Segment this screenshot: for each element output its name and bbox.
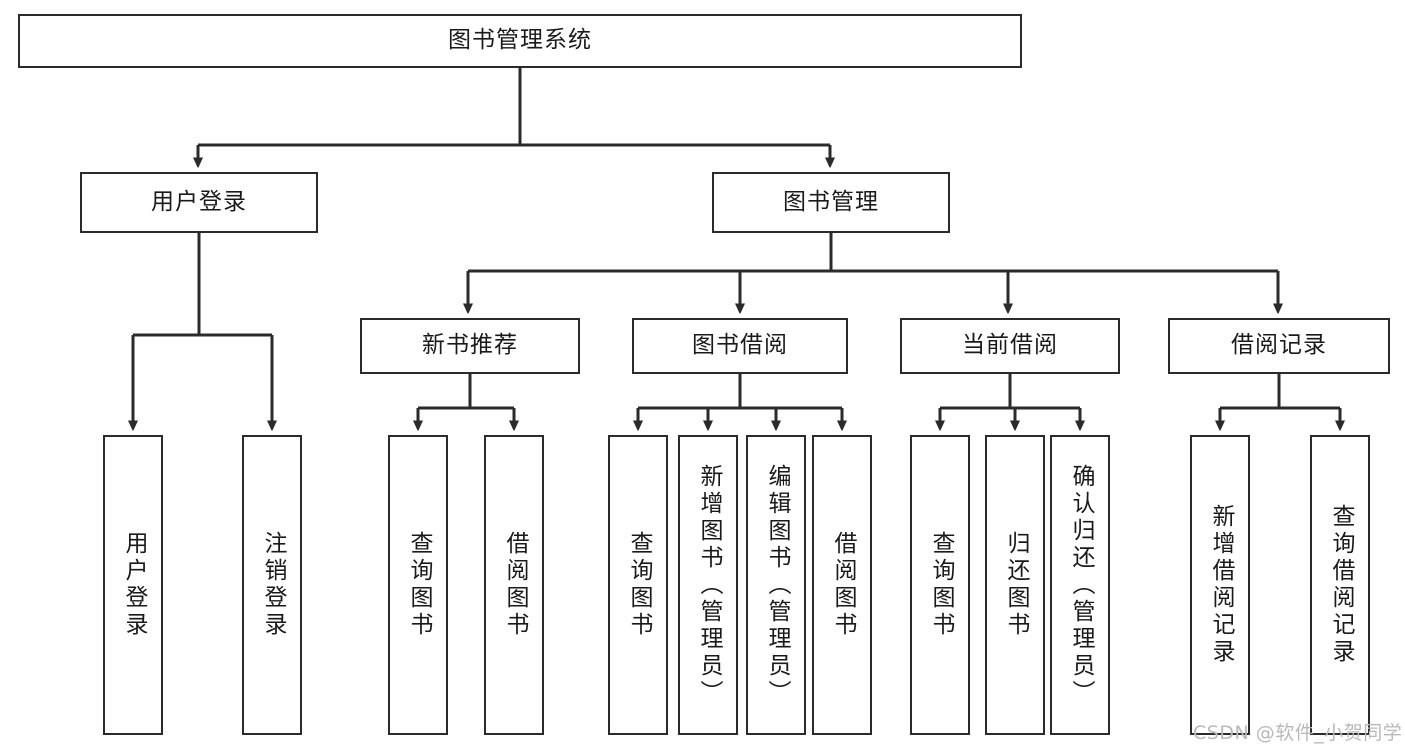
leaf-borrow-book-rec[interactable]: 借阅图书	[484, 435, 544, 735]
leaf-label: 归还图书	[1002, 531, 1029, 639]
leaf-user-logout[interactable]: 注销登录	[242, 435, 302, 735]
leaf-label: 确认归还（管理员）	[1067, 463, 1094, 707]
leaf-label: 借阅图书	[829, 531, 856, 639]
node-root-system[interactable]: 图书管理系统	[18, 14, 1022, 68]
node-book-management[interactable]: 图书管理	[712, 172, 950, 233]
leaf-borrow-book[interactable]: 借阅图书	[812, 435, 872, 735]
leaf-user-login[interactable]: 用户登录	[103, 435, 163, 735]
node-book-borrow[interactable]: 图书借阅	[632, 318, 848, 374]
leaf-add-book-admin[interactable]: 新增图书（管理员）	[678, 435, 738, 735]
leaf-edit-book-admin[interactable]: 编辑图书（管理员）	[746, 435, 806, 735]
leaf-add-borrow-record[interactable]: 新增借阅记录	[1190, 435, 1250, 735]
leaf-label: 查询图书	[927, 531, 954, 639]
csdn-watermark: CSDN @软件_小贺同学	[1193, 722, 1403, 744]
leaf-query-book-rec[interactable]: 查询图书	[388, 435, 448, 735]
leaf-label: 查询图书	[625, 531, 652, 639]
leaf-label: 新增图书（管理员）	[695, 463, 722, 707]
leaf-label: 新增借阅记录	[1207, 504, 1234, 666]
leaf-label: 编辑图书（管理员）	[763, 463, 790, 707]
leaf-query-borrow-record[interactable]: 查询借阅记录	[1310, 435, 1370, 735]
leaf-confirm-return-admin[interactable]: 确认归还（管理员）	[1050, 435, 1110, 735]
leaf-label: 用户登录	[120, 531, 147, 639]
leaf-query-book-current[interactable]: 查询图书	[910, 435, 970, 735]
node-current-borrow[interactable]: 当前借阅	[900, 318, 1120, 374]
leaf-query-book-borrow[interactable]: 查询图书	[608, 435, 668, 735]
node-new-book-recommend[interactable]: 新书推荐	[360, 318, 580, 374]
leaf-return-book[interactable]: 归还图书	[985, 435, 1045, 735]
leaf-label: 借阅图书	[501, 531, 528, 639]
node-borrow-record[interactable]: 借阅记录	[1168, 318, 1390, 374]
node-user-login[interactable]: 用户登录	[80, 172, 318, 233]
leaf-label: 注销登录	[259, 531, 286, 639]
leaf-label: 查询图书	[405, 531, 432, 639]
leaf-label: 查询借阅记录	[1327, 504, 1354, 666]
